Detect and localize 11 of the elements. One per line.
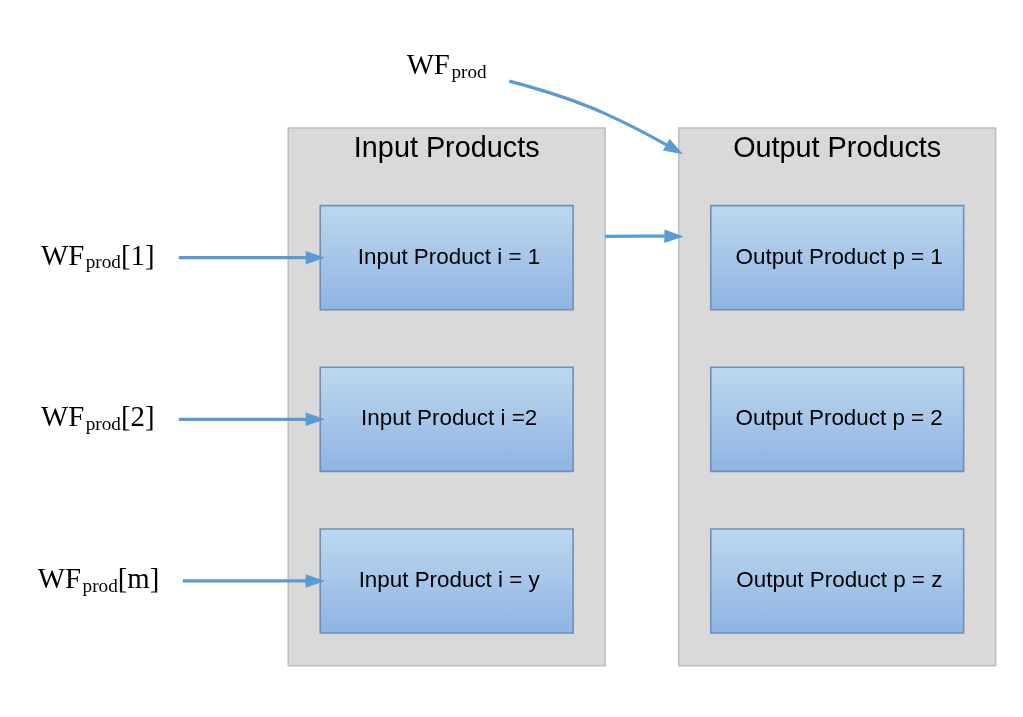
- arrow: [178, 250, 325, 265]
- node-box: Input Product i = 1: [319, 204, 574, 311]
- node-box: Output Product p = z: [709, 528, 965, 634]
- arrow: [178, 412, 325, 427]
- arrow: [508, 79, 683, 155]
- node-box: Output Product p = 1: [709, 204, 965, 311]
- arrow: [182, 574, 325, 588]
- node-box: Input Product i = y: [319, 528, 574, 634]
- node-box: Output Product p = 2: [709, 366, 965, 473]
- arrow: [605, 229, 684, 243]
- node-box: Input Product i =2: [319, 366, 574, 473]
